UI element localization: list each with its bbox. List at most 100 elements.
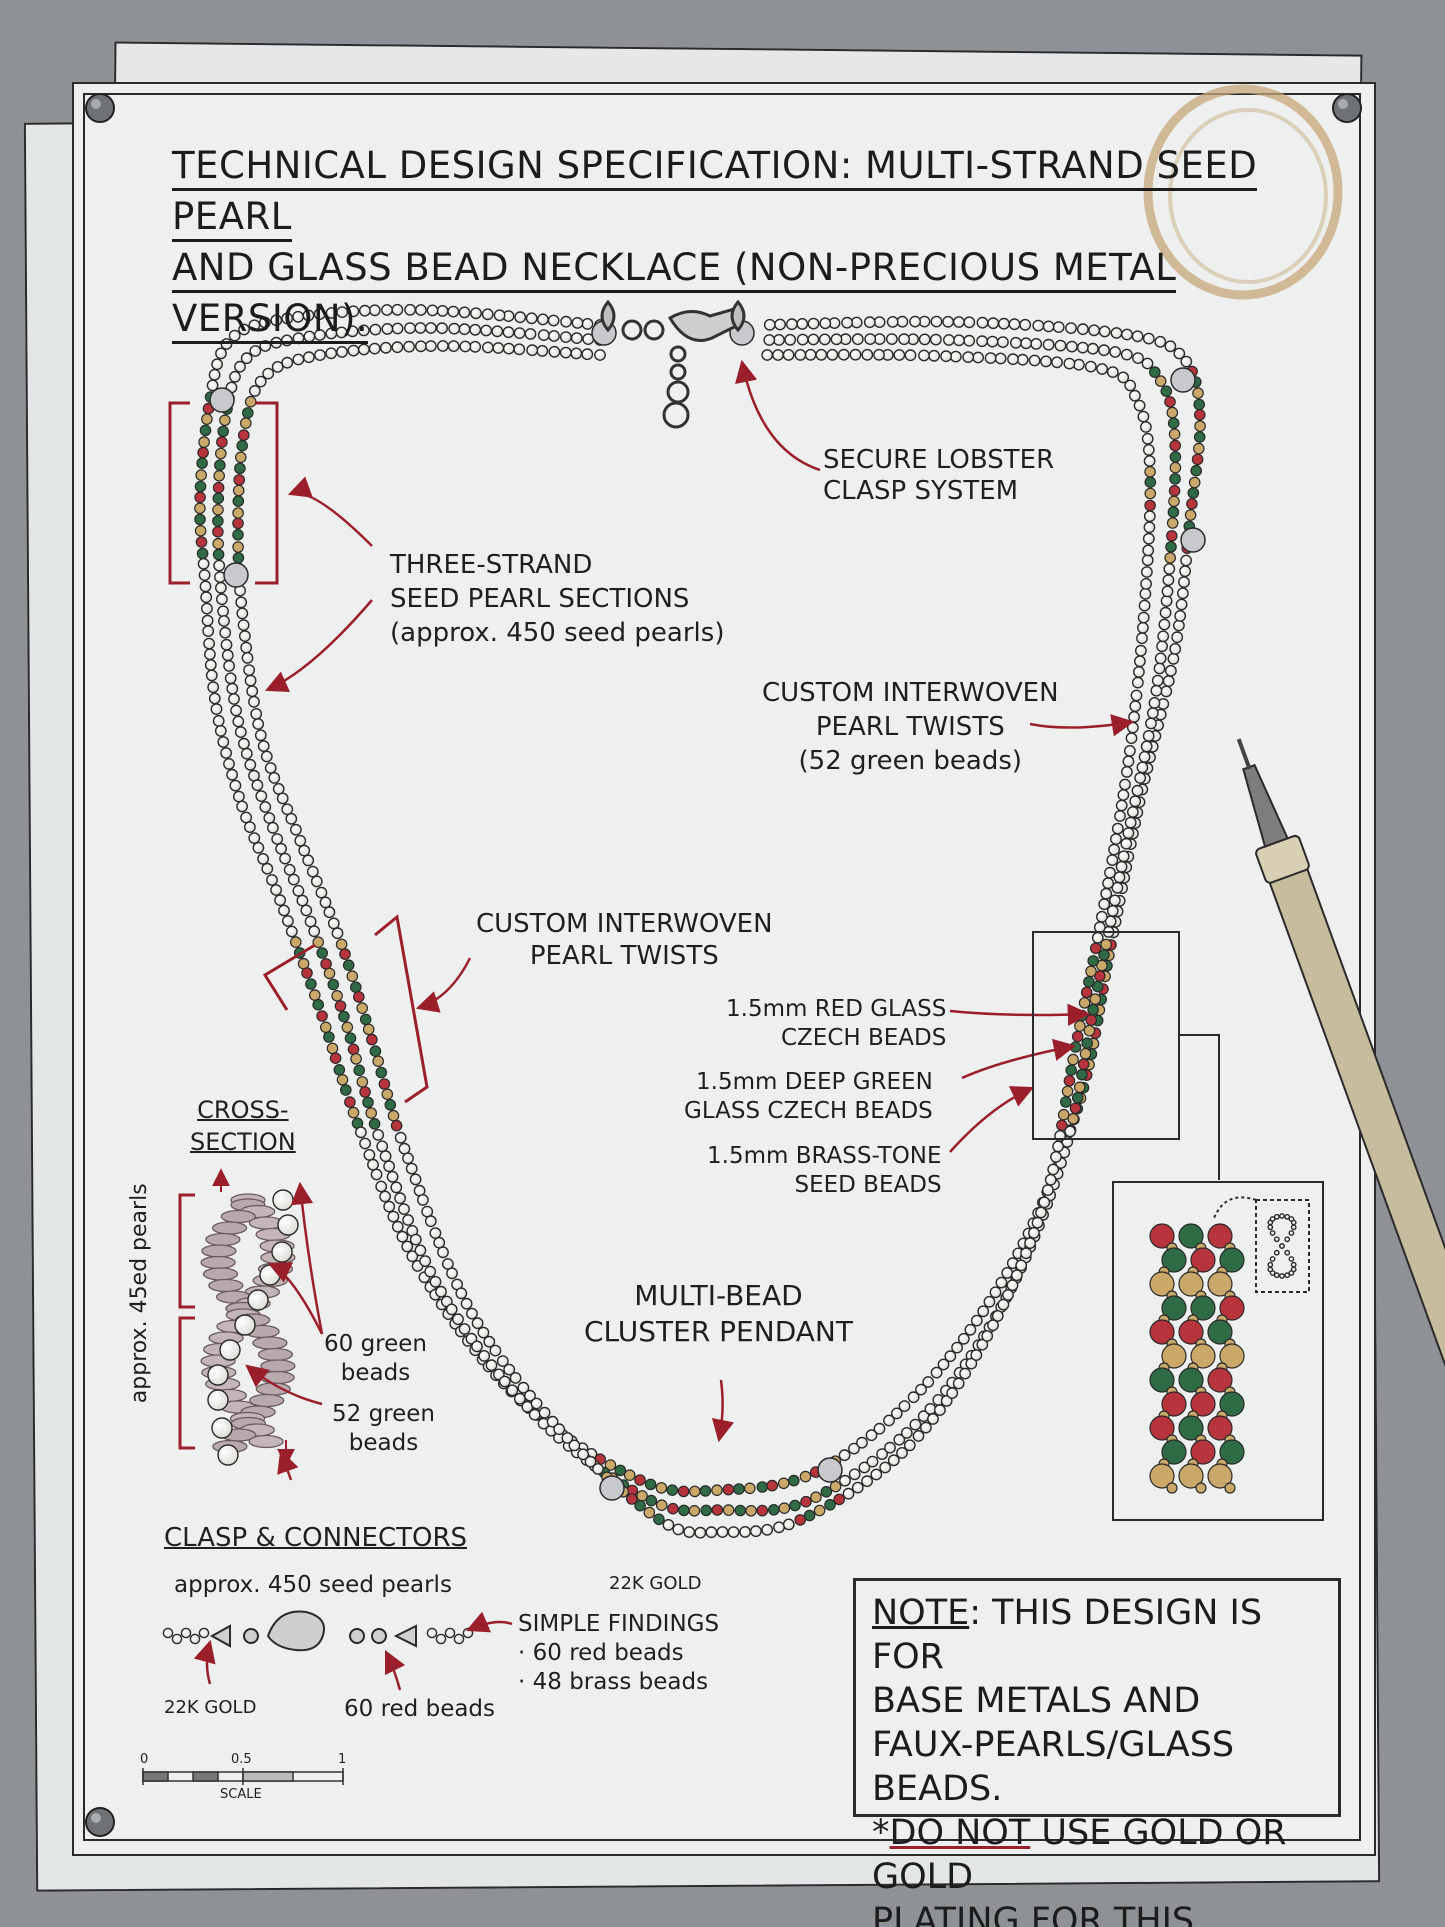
seed-pearl <box>739 1526 751 1538</box>
seed-pearl <box>1131 784 1144 797</box>
red-bead <box>1144 499 1156 512</box>
brass-bead <box>232 484 245 497</box>
coffee-stain-icon <box>1143 84 1343 300</box>
seed-pearl <box>246 685 259 698</box>
seed-pearl <box>404 322 416 334</box>
seed-pearl <box>448 322 461 335</box>
seed-pearl <box>315 886 328 899</box>
seed-pearl <box>848 1468 861 1481</box>
seed-pearl <box>220 338 233 350</box>
connector-bead <box>1170 367 1196 393</box>
brass-bead <box>232 541 244 553</box>
seed-pearl <box>220 747 233 759</box>
twist-ring <box>248 1434 284 1449</box>
brass-bead <box>335 938 348 951</box>
brass-bead <box>1168 495 1180 508</box>
cross-section-twist <box>200 1189 299 1466</box>
seed-pearl <box>199 580 212 593</box>
green-bead <box>217 425 229 438</box>
pushpin-icon <box>1332 93 1362 123</box>
seed-pearl <box>727 1526 740 1539</box>
green-bead <box>305 978 317 990</box>
seed-pearl <box>1108 843 1121 856</box>
seed-pearl <box>683 1526 696 1539</box>
red-bead <box>1166 530 1178 542</box>
seed-pearl <box>277 1214 299 1236</box>
seed-pearl <box>1288 1256 1295 1262</box>
seed-pearl <box>1284 1249 1291 1256</box>
seed-pearl <box>1125 732 1138 745</box>
red-bead <box>800 1495 812 1508</box>
green-bead <box>699 1485 712 1497</box>
seed-pearl <box>1051 356 1063 369</box>
seed-pearl <box>1132 352 1144 364</box>
brass-bead <box>350 1053 362 1065</box>
green-bead <box>1071 1092 1084 1104</box>
connector-bead <box>223 562 249 588</box>
inner-frame <box>83 93 1361 1841</box>
seed-pearl <box>1141 357 1154 370</box>
red-bead <box>1089 942 1102 955</box>
seed-pearl <box>206 379 219 392</box>
green-bead <box>339 1084 352 1096</box>
seed-pearl <box>940 1395 953 1407</box>
seed-pearl <box>254 729 267 742</box>
seed-pearl <box>358 304 371 317</box>
seed-pearl <box>325 327 338 340</box>
seed-pearl <box>716 1526 729 1538</box>
seed-pearl <box>162 1627 174 1639</box>
seed-pearl <box>987 1319 999 1332</box>
seed-pearl <box>401 1240 414 1253</box>
seed-pearl <box>285 925 298 938</box>
red-bead <box>1207 1223 1233 1249</box>
seed-pearl <box>1093 921 1106 934</box>
seed-pearl <box>761 349 774 361</box>
green-bead <box>614 1464 627 1477</box>
seed-pearl <box>1142 443 1155 456</box>
seed-pearl <box>893 349 906 361</box>
seed-pearl <box>396 1230 409 1243</box>
seed-pearl <box>502 326 515 339</box>
seed-pearl <box>962 351 975 363</box>
seed-pearl <box>347 305 360 318</box>
seed-pearl <box>264 762 277 774</box>
seed-pearl <box>483 1335 496 1348</box>
green-bead <box>212 515 224 527</box>
green-bead <box>359 1013 372 1026</box>
seed-pearl <box>244 674 257 687</box>
note-line-4: *DO NOT USE GOLD OR GOLD <box>872 1811 1338 1899</box>
seed-pearl <box>426 304 439 317</box>
seed-pearl <box>883 1414 895 1427</box>
brass-bead <box>688 1505 701 1517</box>
seed-pearl <box>207 1364 229 1386</box>
brass-bead <box>331 989 343 1002</box>
green-bead <box>1187 487 1200 499</box>
seed-pearl <box>1273 1213 1280 1220</box>
note-do-not: DO NOT <box>889 1813 1031 1853</box>
brass-bead <box>1193 442 1205 455</box>
note-line-3: FAUX-PEARLS/GLASS BEADS. <box>872 1725 1235 1809</box>
seed-pearl <box>909 315 921 328</box>
seed-pearl <box>873 1422 886 1435</box>
brass-bead <box>655 1499 668 1511</box>
seed-pearl <box>772 349 784 361</box>
seed-pearl <box>1035 1206 1047 1219</box>
seed-pearl <box>1180 554 1193 567</box>
seed-pearl <box>1288 1270 1295 1276</box>
red-bead <box>722 1483 735 1496</box>
seed-pearl <box>198 1627 210 1639</box>
seed-pearl <box>381 304 393 316</box>
green-bead <box>634 1499 646 1512</box>
seed-pearl <box>394 1192 406 1205</box>
seed-pearl <box>1106 854 1119 866</box>
seed-pearl <box>1052 1140 1065 1153</box>
clasp-connectors-diagram <box>162 1610 474 1652</box>
seed-pearl <box>214 725 227 737</box>
green-bead <box>323 1031 335 1043</box>
seed-pearl <box>568 1439 581 1452</box>
brass-bead <box>745 1505 757 1517</box>
seed-pearl <box>248 695 260 708</box>
seed-pearl <box>249 345 262 357</box>
green-bead <box>1169 473 1181 485</box>
red-bead <box>1056 1119 1068 1132</box>
